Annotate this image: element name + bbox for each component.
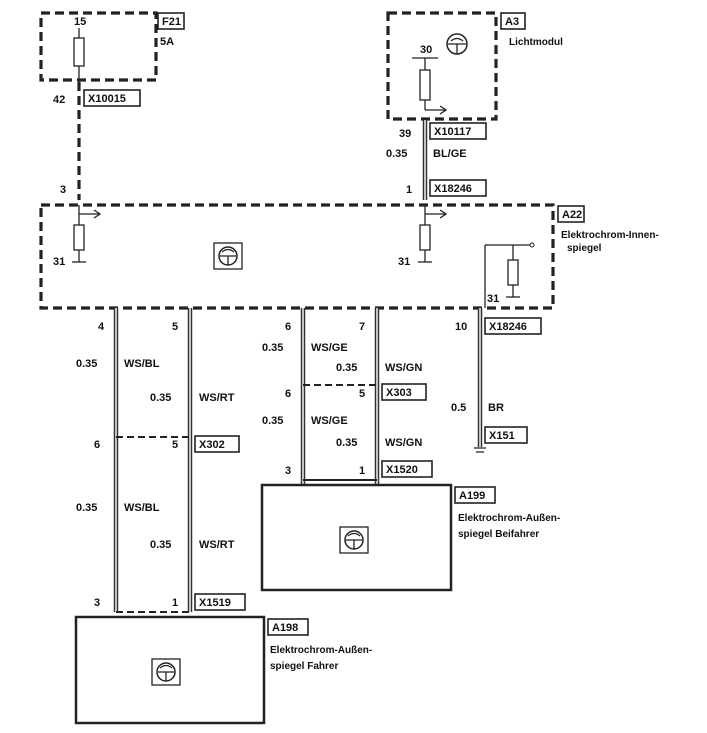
a199-outline	[260, 483, 453, 592]
pin-6-x302: 6	[94, 439, 100, 451]
ws-bl-2-size: 0.35	[76, 502, 97, 514]
a22-ground-mid: 31	[398, 256, 410, 268]
a198-name-line2: spiegel Fahrer	[270, 661, 338, 672]
f21-pin-bottom: 42	[53, 94, 65, 106]
ws-rt-1-size: 0.35	[150, 392, 171, 404]
a22-name-line2: spiegel	[567, 243, 602, 254]
a199-tag-box	[454, 486, 496, 504]
a198-tag: A198	[272, 622, 298, 634]
x18246-in-label: X18246	[434, 183, 472, 195]
a3-wire-color: BL/GE	[433, 148, 467, 160]
passenger-mirror-a199: A199 Elektrochrom-Außen- spiegel Beifahr…	[260, 483, 560, 592]
pin-5-x303: 5	[359, 388, 365, 400]
ws-bl-1-color: WS/BL	[124, 358, 160, 370]
a199-name-line1: Elektrochrom-Außen-	[458, 513, 560, 524]
resistor-icon	[419, 69, 431, 101]
mirror-control-icon	[213, 242, 243, 270]
x10117-label: X10117	[434, 126, 471, 138]
x10015-label: X10015	[88, 93, 126, 105]
a198-tag-box	[267, 618, 309, 636]
x151-label: X151	[489, 430, 515, 442]
x302-box	[194, 435, 240, 453]
ws-bl-1-size: 0.35	[76, 358, 97, 370]
ws-ge-1-color: WS/GE	[311, 342, 348, 354]
a198-name-line1: Elektrochrom-Außen-	[270, 645, 372, 656]
x10015-box	[83, 89, 141, 107]
resistor-left-icon	[73, 224, 85, 251]
x1520-label: X1520	[386, 464, 418, 476]
a22-outline	[39, 203, 555, 310]
fuse-icon	[73, 37, 85, 67]
ws-rt-2-color: WS/RT	[199, 539, 235, 551]
pin-6-x303: 6	[285, 388, 291, 400]
ws-gn-1-color: WS/GN	[385, 362, 422, 374]
a3-outline	[386, 11, 498, 121]
pin-1-x1519: 1	[172, 597, 178, 609]
a3-tag: A3	[505, 16, 519, 28]
f21-outline	[39, 11, 158, 82]
pin-6-top: 6	[285, 321, 291, 333]
x18246-in-box	[429, 179, 487, 197]
a22-name-line1: Elektrochrom-Innen-	[561, 230, 659, 241]
resistor-right-icon	[507, 259, 519, 286]
a3-pin: 30	[420, 44, 432, 56]
f21-pin-top: 15	[74, 16, 86, 28]
wire-br-end-icon	[474, 447, 486, 453]
resistor-mid-icon	[419, 224, 431, 251]
br-size: 0.5	[451, 402, 466, 414]
a198-mirror-icon	[151, 658, 181, 686]
ws-ge-1-size: 0.35	[262, 342, 283, 354]
f21-tag-box	[157, 12, 185, 30]
a3-tag-box	[500, 12, 526, 30]
fuse-module-f21: 15 F21 5A	[39, 11, 185, 82]
ws-ge-2-size: 0.35	[262, 415, 283, 427]
a199-name-line2: spiegel Beifahrer	[458, 529, 539, 540]
x18246-out-box	[484, 317, 542, 335]
x302-label: X302	[199, 439, 225, 451]
pin-7: 7	[359, 321, 365, 333]
ws-rt-1-color: WS/RT	[199, 392, 235, 404]
x10117-box	[429, 122, 487, 140]
a22-ground-right: 31	[487, 293, 499, 305]
pin-5-x302: 5	[172, 439, 178, 451]
a22-tag-box	[557, 205, 585, 223]
x18246-out-label: X18246	[489, 321, 527, 333]
a22-tag: A22	[562, 209, 582, 221]
f21-tag: F21	[162, 16, 181, 28]
a22-pin-in-right: 1	[406, 184, 412, 196]
inner-mirror-a22: 3 1 X18246 31 31 31 A22	[39, 179, 659, 310]
x1519-box	[194, 593, 246, 611]
a199-mirror-icon	[339, 526, 369, 554]
pin-5-top: 5	[172, 321, 178, 333]
x1520-box	[381, 460, 433, 478]
driver-mirror-a198: A198 Elektrochrom-Außen- spiegel Fahrer	[74, 615, 372, 725]
x1519-label: X1519	[199, 597, 231, 609]
x303-label: X303	[386, 387, 412, 399]
light-module-a3: 30 A3 Lichtmodul	[386, 11, 563, 121]
a3-name: Lichtmodul	[509, 37, 563, 48]
x151-box	[484, 426, 528, 444]
ws-ge-2-color: WS/GE	[311, 415, 348, 427]
a22-pin-in-left: 3	[60, 184, 66, 196]
pin-1-x1520: 1	[359, 465, 365, 477]
pin-3-x1520: 3	[285, 465, 291, 477]
br-color: BR	[488, 402, 504, 414]
a3-pin-out: 39	[399, 128, 411, 140]
pin-3-x1519: 3	[94, 597, 100, 609]
pin-10: 10	[455, 321, 467, 333]
a199-tag: A199	[459, 490, 485, 502]
ws-gn-2-size: 0.35	[336, 437, 357, 449]
ws-gn-2-color: WS/GN	[385, 437, 422, 449]
f21-rating: 5A	[160, 36, 174, 48]
a22-ground-left: 31	[53, 256, 65, 268]
ws-rt-2-size: 0.35	[150, 539, 171, 551]
ws-gn-1-size: 0.35	[336, 362, 357, 374]
ws-bl-2-color: WS/BL	[124, 502, 160, 514]
a198-outline	[74, 615, 266, 725]
x303-box	[381, 383, 427, 401]
pin-4: 4	[98, 321, 105, 333]
a3-wire-size: 0.35	[386, 148, 407, 160]
